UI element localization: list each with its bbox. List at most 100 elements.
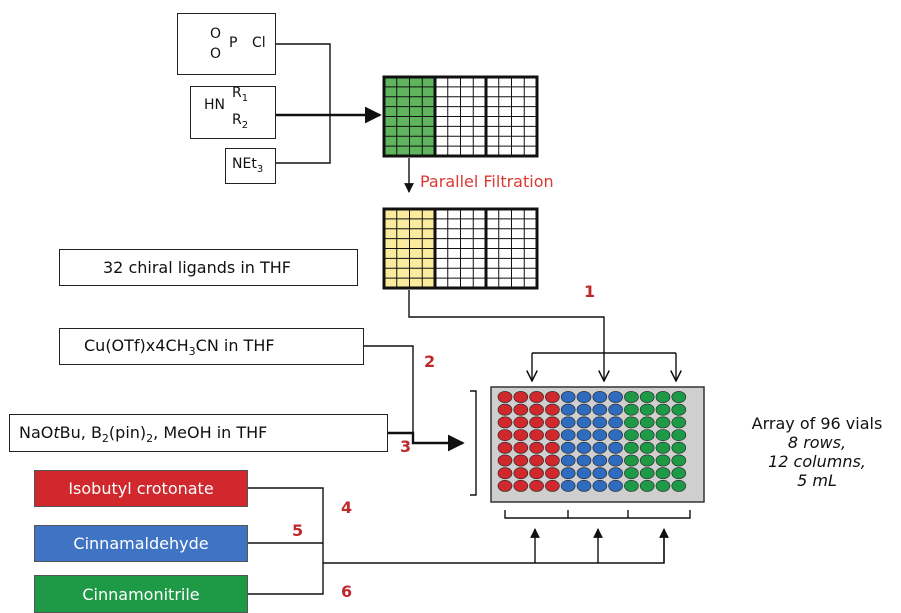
vial bbox=[545, 441, 560, 454]
chlorine-atom: Cl bbox=[252, 35, 266, 51]
step-4: 4 bbox=[341, 498, 353, 517]
vial bbox=[624, 416, 639, 429]
chlorophosphite-box bbox=[177, 13, 276, 75]
vial bbox=[513, 454, 529, 467]
vial bbox=[671, 479, 687, 492]
reaction-plate-top bbox=[382, 75, 539, 158]
vial bbox=[560, 429, 576, 441]
vial bbox=[497, 454, 513, 467]
vial bbox=[624, 467, 639, 480]
vial bbox=[639, 454, 655, 467]
phosphorus-atom: P bbox=[229, 35, 238, 51]
vial bbox=[529, 467, 544, 480]
vial bbox=[655, 391, 671, 403]
vial bbox=[513, 429, 529, 441]
vial bbox=[608, 467, 623, 480]
substrate-label: Isobutyl crotonate bbox=[68, 479, 214, 498]
vial bbox=[671, 403, 687, 416]
connector-lines bbox=[248, 43, 691, 595]
vial bbox=[576, 429, 592, 441]
substrate-cinnamonitrile: Cinnamonitrile bbox=[34, 575, 248, 613]
vial bbox=[655, 416, 671, 429]
vial bbox=[576, 467, 592, 480]
vial bbox=[576, 441, 592, 454]
vial bbox=[576, 416, 592, 429]
vial-array bbox=[490, 386, 705, 503]
vial bbox=[529, 479, 544, 492]
vial bbox=[560, 454, 576, 467]
vial bbox=[497, 441, 513, 454]
vial bbox=[592, 441, 608, 454]
vial bbox=[655, 441, 671, 454]
array-description: Array of 96 vials 8 rows, 12 columns, 5 … bbox=[742, 414, 892, 490]
vial bbox=[513, 479, 529, 492]
vial bbox=[655, 479, 671, 492]
vial bbox=[560, 391, 576, 403]
vial bbox=[576, 391, 592, 403]
additives-box bbox=[9, 414, 388, 452]
vial bbox=[529, 403, 544, 416]
vial bbox=[671, 454, 687, 467]
vial bbox=[671, 416, 687, 429]
vial bbox=[497, 467, 513, 480]
base-label: NEt3 bbox=[232, 156, 264, 175]
vial bbox=[671, 391, 687, 403]
vial bbox=[576, 403, 592, 416]
copper-box bbox=[59, 328, 364, 365]
step-5: 5 bbox=[292, 521, 304, 540]
vial bbox=[592, 454, 608, 467]
copper-label: Cu(OTf)x4CH3CN in THF bbox=[84, 336, 275, 359]
vial bbox=[639, 479, 655, 492]
vial bbox=[592, 403, 608, 416]
vial bbox=[592, 416, 608, 429]
vial bbox=[608, 391, 623, 403]
vial bbox=[639, 429, 655, 441]
vial bbox=[529, 454, 544, 467]
substrate-cinnamaldehyde: Cinnamaldehyde bbox=[34, 525, 248, 562]
step-1: 1 bbox=[584, 282, 596, 301]
amine-box bbox=[190, 86, 276, 139]
vial bbox=[545, 416, 560, 429]
vial bbox=[529, 391, 544, 403]
vial bbox=[545, 403, 560, 416]
vial bbox=[608, 416, 623, 429]
vial bbox=[624, 391, 639, 403]
step-6: 6 bbox=[341, 582, 353, 601]
vial bbox=[624, 429, 639, 441]
array-rows: 8 rows, bbox=[787, 433, 847, 452]
vial bbox=[497, 391, 513, 403]
vial bbox=[608, 479, 623, 492]
vial bbox=[576, 479, 592, 492]
vial bbox=[608, 429, 623, 441]
vial bbox=[560, 441, 576, 454]
vial bbox=[671, 441, 687, 454]
oxygen-bottom: O bbox=[210, 46, 222, 62]
vial bbox=[576, 454, 592, 467]
step-3: 3 bbox=[400, 437, 412, 456]
array-volume: 5 mL bbox=[797, 471, 837, 490]
vial bbox=[624, 441, 639, 454]
array-title: Array of 96 vials bbox=[751, 414, 883, 433]
vial bbox=[592, 467, 608, 480]
vial bbox=[513, 391, 529, 403]
vial bbox=[624, 403, 639, 416]
ligands-box bbox=[59, 249, 358, 286]
vial bbox=[639, 441, 655, 454]
amine-hn: HN bbox=[204, 97, 225, 113]
vial bbox=[497, 479, 513, 492]
vial bbox=[655, 467, 671, 480]
vial bbox=[624, 479, 639, 492]
vial bbox=[513, 403, 529, 416]
vial bbox=[513, 467, 529, 480]
vial bbox=[497, 429, 513, 441]
vial bbox=[655, 403, 671, 416]
vial bbox=[592, 479, 608, 492]
array-cols: 12 columns, bbox=[768, 452, 866, 471]
vial bbox=[639, 467, 655, 480]
vial bbox=[608, 403, 623, 416]
substrate-label: Cinnamonitrile bbox=[82, 584, 200, 604]
vial bbox=[560, 403, 576, 416]
amine-r2: R2 bbox=[232, 112, 249, 131]
additives-label: NaOtBu, B2(pin)2, MeOH in THF bbox=[19, 423, 268, 446]
